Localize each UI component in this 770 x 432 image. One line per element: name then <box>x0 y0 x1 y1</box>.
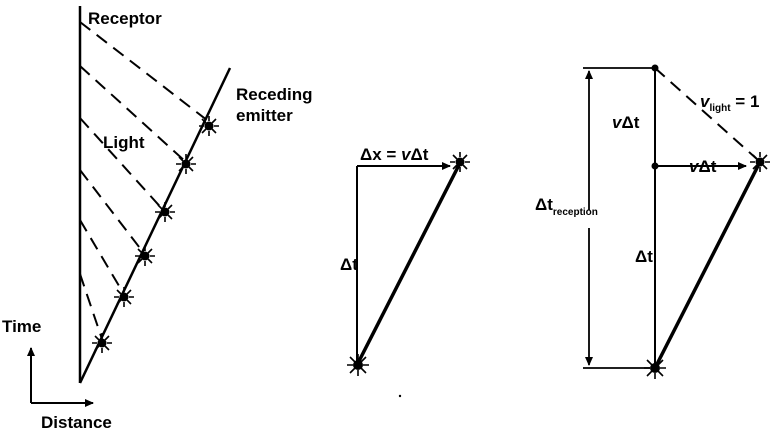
displacement-label: Δx = vΔt <box>360 145 429 164</box>
light-label: Light <box>103 133 145 152</box>
emission-flash <box>135 246 155 266</box>
emitter-label-line1: Receding <box>236 85 313 104</box>
emission-flash <box>114 287 134 307</box>
time-axis-label: Time <box>2 317 41 336</box>
emitter-path <box>655 162 760 368</box>
right-panel: vlight = 1 vΔt vΔt Δt Δtreception <box>535 65 770 380</box>
v-delta-t-upper-label: vΔt <box>612 113 640 132</box>
light-ray <box>80 220 125 296</box>
emitter-label-line2: emitter <box>236 106 293 125</box>
light-ray <box>80 22 212 124</box>
light-ray <box>655 68 758 160</box>
light-rays <box>80 22 212 342</box>
delta-t-lower-label: Δt <box>635 247 653 266</box>
receptor-label: Receptor <box>88 9 162 28</box>
light-ray <box>80 170 146 256</box>
stray-dot <box>399 395 401 397</box>
light-speed-label: vlight = 1 <box>700 92 759 114</box>
emission-flash <box>199 116 219 136</box>
left-panel: Receptor Receding emitter Light Time Dis… <box>2 6 313 432</box>
emission-flash <box>92 333 112 353</box>
v-delta-t-side-label: vΔt <box>689 157 717 176</box>
delta-t-label: Δt <box>340 255 358 274</box>
light-ray <box>80 274 103 342</box>
emitter-path <box>357 163 460 365</box>
middle-panel: Δx = vΔt Δt <box>340 145 470 397</box>
emission-flash <box>155 202 175 222</box>
emission-flash <box>644 357 666 379</box>
emission-flash <box>347 354 369 376</box>
emission-flash <box>176 154 196 174</box>
emission-flash <box>750 152 770 172</box>
distance-axis-label: Distance <box>41 413 112 432</box>
emission-flash <box>450 152 470 172</box>
